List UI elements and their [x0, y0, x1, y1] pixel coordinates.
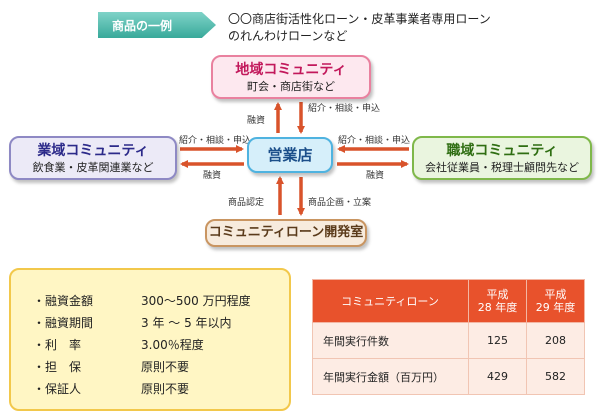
- table-row-label: 年間実行金額（百万円）: [312, 358, 469, 395]
- branch-office-box: 営業店: [247, 137, 333, 173]
- regional-community-subtitle: 町会・商店街など: [247, 79, 335, 93]
- industry-community-box: 業域コミュニティ 飲食業・皮革関連業など: [9, 136, 177, 180]
- example-tag: 商品の一例: [98, 12, 216, 38]
- term-row: ・担 保 原則不要: [33, 358, 283, 375]
- term-key: ・保証人: [33, 382, 82, 396]
- term-key: ・融資期間: [33, 316, 94, 330]
- term-value: 原則不要: [141, 382, 190, 396]
- term-value: 300〜500 万円程度: [141, 294, 251, 308]
- regional-community-box: 地域コミュニティ 町会・商店街など: [211, 55, 371, 99]
- term-key: ・融資金額: [33, 294, 94, 308]
- workplace-community-box: 職域コミュニティ 会社従業員・税理士顧問先など: [412, 136, 592, 180]
- industry-community-subtitle: 飲食業・皮革関連業など: [32, 160, 154, 174]
- example-line-1: 〇〇商店街活性化ローン・皮革事業者専用ローン: [228, 12, 491, 26]
- label-product-planning: 商品企画・立案: [308, 198, 372, 208]
- table-row: 年間実行金額（百万円） 429 582: [312, 358, 585, 395]
- label-financing-left: 融資: [203, 171, 222, 181]
- label-product-approval: 商品認定: [228, 198, 265, 208]
- term-row: ・融資期間 3 年 〜 5 年以内: [33, 314, 283, 331]
- term-key: ・担 保: [33, 360, 82, 374]
- table-cell: 582: [526, 358, 585, 395]
- industry-community-title: 業域コミュニティ: [37, 142, 149, 159]
- table-cell: 208: [526, 322, 585, 359]
- table-header-row: コミュニティローン 平成 28 年度 平成 29 年度: [312, 279, 585, 323]
- branch-office-title: 営業店: [267, 146, 313, 164]
- workplace-community-subtitle: 会社従業員・税理士顧問先など: [425, 160, 579, 174]
- label-referral-left: 紹介・相談・申込: [179, 136, 252, 146]
- loan-development-office-box: コミュニティローン開発室: [205, 219, 367, 247]
- table-cell: 429: [468, 358, 527, 395]
- term-row: ・利 率 3.00％程度: [33, 336, 283, 353]
- label-financing-right: 融資: [366, 171, 385, 181]
- community-loan-stats-table: コミュニティローン 平成 28 年度 平成 29 年度 年間実行件数 125 2…: [312, 279, 585, 395]
- table-cell: 125: [468, 322, 527, 359]
- term-value: 3.00％程度: [141, 338, 204, 352]
- term-row: ・融資金額 300〜500 万円程度: [33, 292, 283, 309]
- label-referral-right: 紹介・相談・申込: [338, 136, 411, 146]
- term-key: ・利 率: [33, 338, 82, 352]
- term-row: ・保証人 原則不要: [33, 380, 283, 397]
- table-header-fy28: 平成 28 年度: [468, 279, 527, 323]
- loan-terms-panel: ・融資金額 300〜500 万円程度 ・融資期間 3 年 〜 5 年以内 ・利 …: [9, 268, 291, 411]
- table-header-label: コミュニティローン: [312, 279, 469, 323]
- example-line-2: のれんわけローンなど: [228, 29, 348, 43]
- term-value: 3 年 〜 5 年以内: [141, 316, 232, 330]
- label-financing-top: 融資: [247, 116, 266, 126]
- loan-development-office-title: コミュニティローン開発室: [208, 225, 364, 240]
- table-header-fy29: 平成 29 年度: [526, 279, 585, 323]
- workplace-community-title: 職域コミュニティ: [446, 142, 558, 159]
- table-row-label: 年間実行件数: [312, 322, 469, 359]
- table-row: 年間実行件数 125 208: [312, 322, 585, 359]
- label-referral-top: 紹介・相談・申込: [308, 104, 381, 114]
- term-value: 原則不要: [141, 360, 190, 374]
- regional-community-title: 地域コミュニティ: [235, 61, 347, 78]
